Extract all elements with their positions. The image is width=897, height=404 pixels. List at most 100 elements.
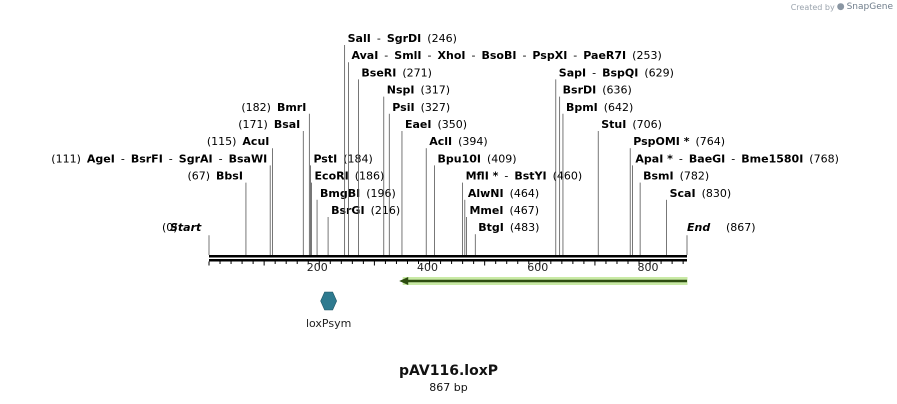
enzyme-name: AcuI: [242, 135, 269, 148]
site-position: (67): [187, 170, 210, 183]
feature-arrow-shaft: [405, 279, 687, 283]
axis-tick-label: 800: [638, 261, 659, 274]
enzyme-name: SgrAI: [179, 152, 213, 165]
enzyme-name: BsaWI: [229, 152, 268, 165]
site-separator: -: [731, 152, 735, 165]
site-separator: -: [384, 49, 388, 62]
site-separator: -: [573, 49, 577, 62]
start-position: (0): [162, 221, 178, 234]
credit-brand: SnapGene: [846, 2, 893, 12]
feature-label: loxPsym: [306, 317, 351, 330]
end-position: (867): [726, 221, 756, 234]
site-position: (317): [421, 84, 451, 97]
enzyme-name: SmlI: [394, 49, 421, 62]
end-label: End: [687, 221, 710, 234]
enzyme-name: SgrDI: [387, 32, 421, 45]
site-position: (196): [366, 187, 396, 200]
start-label: Start: [170, 221, 202, 234]
site-separator: -: [121, 152, 125, 165]
site-separator: -: [377, 32, 381, 45]
enzyme-name: MflI *: [466, 170, 499, 183]
site-position: (394): [458, 135, 488, 148]
enzyme-name: PaeR7I: [583, 49, 626, 62]
site-position: (629): [644, 66, 674, 79]
site-position: (111): [51, 152, 81, 165]
backbone-top: [209, 255, 687, 258]
site-position: (253): [632, 49, 662, 62]
enzyme-name: PspXI: [532, 49, 567, 62]
enzyme-name: AvaI: [351, 49, 378, 62]
enzyme-name: Bme1580I: [741, 152, 803, 165]
plasmid-size: 867 bp: [429, 381, 468, 394]
enzyme-name: BsmI: [643, 170, 674, 183]
enzyme-name: BmrI: [277, 101, 306, 114]
site-position: (246): [427, 32, 457, 45]
plasmid-name: pAV116.loxP: [399, 363, 498, 379]
enzyme-name: SapI: [559, 66, 586, 79]
site-position: (350): [437, 118, 467, 131]
site-position: (186): [355, 170, 385, 183]
site-separator: -: [504, 170, 508, 183]
enzyme-name: BseRI: [361, 66, 396, 79]
enzyme-name: BbsI: [216, 170, 243, 183]
credit-prefix: Created by: [790, 2, 835, 12]
enzyme-name: BtgI: [478, 221, 504, 234]
enzyme-name: XhoI: [438, 49, 466, 62]
created-by-credit: Created by ● SnapGene: [791, 2, 893, 12]
axis-tick-label: 400: [417, 261, 438, 274]
site-separator: -: [471, 49, 475, 62]
loxpsym-feature-icon: [320, 291, 337, 311]
site-position: (327): [421, 101, 451, 114]
enzyme-name: BpmI: [566, 101, 598, 114]
enzyme-name: BspQI: [602, 66, 638, 79]
enzyme-name: BsrGI: [331, 204, 364, 217]
site-position: (706): [632, 118, 662, 131]
enzyme-name: AlwNI: [468, 187, 504, 200]
axis-tick-label: 600: [527, 261, 548, 274]
site-position: (782): [680, 170, 710, 183]
site-position: (460): [553, 170, 583, 183]
enzyme-name: ScaI: [670, 187, 696, 200]
site-position: (464): [510, 187, 540, 200]
enzyme-name: BmgBI: [320, 187, 360, 200]
site-position: (182): [241, 101, 271, 114]
enzyme-name: StuI: [601, 118, 626, 131]
enzyme-name: BsoBI: [481, 49, 516, 62]
site-position: (409): [487, 152, 517, 165]
enzyme-name: EcoRI: [315, 170, 349, 183]
site-separator: -: [522, 49, 526, 62]
site-position: (271): [402, 66, 432, 79]
site-separator: -: [428, 49, 432, 62]
site-position: (642): [604, 101, 634, 114]
enzyme-name: ApaI *: [635, 152, 673, 165]
enzyme-name: AclI: [429, 135, 452, 148]
backbone-bottom: [209, 259, 687, 262]
enzyme-name: PstI: [313, 152, 337, 165]
enzyme-name: MmeI: [469, 204, 503, 217]
site-position: (768): [809, 152, 839, 165]
enzyme-name: Bpu10I: [437, 152, 481, 165]
enzyme-name: BaeGI: [689, 152, 725, 165]
enzyme-name: PspOMI *: [633, 135, 690, 148]
enzyme-name: BsrDI: [563, 84, 597, 97]
site-position: (171): [238, 118, 268, 131]
enzyme-name: SalI: [348, 32, 371, 45]
site-position: (636): [602, 84, 632, 97]
site-separator: -: [679, 152, 683, 165]
enzyme-name: BsrFI: [131, 152, 163, 165]
enzyme-name: PsiI: [392, 101, 414, 114]
snapgene-logo-icon: ●: [836, 2, 845, 12]
site-position: (764): [695, 135, 725, 148]
site-position: (483): [510, 221, 540, 234]
enzyme-name: AgeI: [87, 152, 115, 165]
site-position: (467): [509, 204, 539, 217]
site-position: (115): [207, 135, 237, 148]
feature-arrow-head: [399, 277, 409, 285]
enzyme-name: EaeI: [405, 118, 432, 131]
enzyme-name: NspI: [387, 84, 415, 97]
site-separator: -: [219, 152, 223, 165]
site-position: (216): [371, 204, 401, 217]
axis-tick-label: 200: [307, 261, 328, 274]
enzyme-name: BstYI: [514, 170, 546, 183]
